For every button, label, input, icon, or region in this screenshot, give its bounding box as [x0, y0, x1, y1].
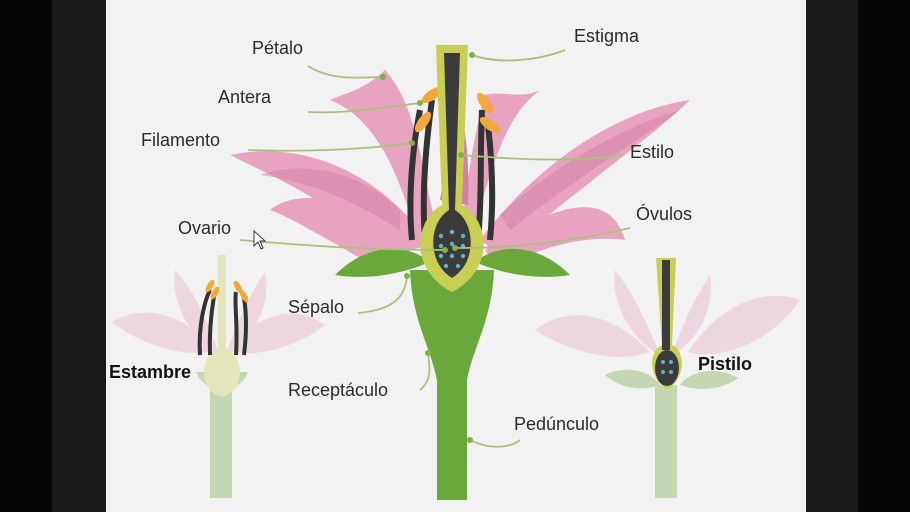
label-sepalo: Sépalo	[288, 297, 345, 317]
stamen-highlight	[197, 279, 249, 356]
main-pistil	[420, 45, 484, 292]
label-ovario: Ovario	[178, 218, 232, 238]
left-letterbox	[0, 0, 52, 512]
label-antera: Antera	[218, 87, 272, 107]
leader-dots	[380, 52, 475, 443]
label-ovulos: Óvulos	[636, 204, 693, 224]
right-letterbox	[858, 0, 910, 512]
left-letterbox-inner	[52, 0, 106, 512]
label-receptaculo: Receptáculo	[288, 380, 389, 400]
pistil-highlight	[652, 258, 682, 390]
label-estilo: Estilo	[630, 142, 675, 162]
label-filamento: Filamento	[141, 130, 221, 150]
label-estambre: Estambre	[109, 362, 192, 382]
pistil-flower	[535, 270, 800, 498]
leader-lines	[239, 49, 631, 448]
label-pistilo: Pistilo	[698, 354, 753, 374]
label-estigma: Estigma	[574, 26, 640, 46]
label-peduncolo: Pedúnculo	[514, 414, 600, 434]
label-petalo: Pétalo	[252, 38, 304, 58]
main-stem	[335, 248, 570, 500]
mouse-cursor-icon	[253, 230, 267, 250]
